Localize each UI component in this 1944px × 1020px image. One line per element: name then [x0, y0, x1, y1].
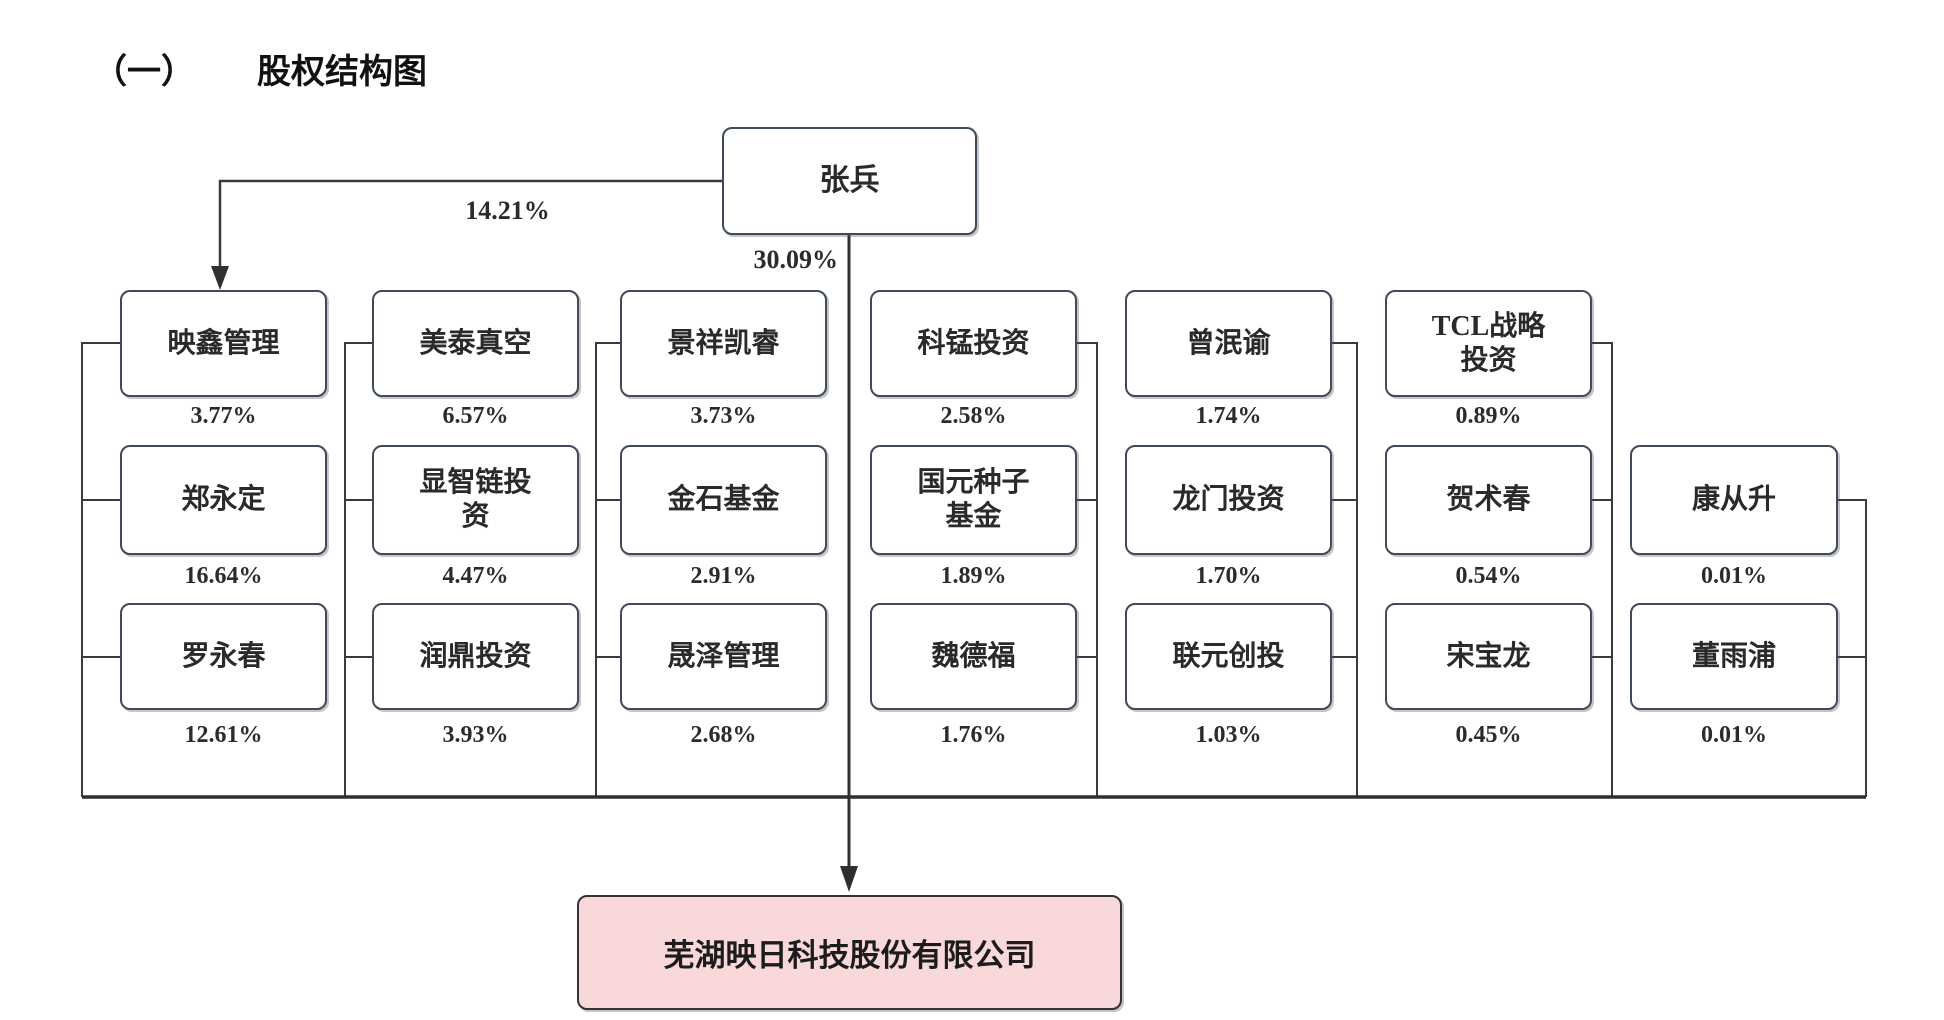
shareholder-box: 康从升 — [1630, 445, 1838, 555]
shareholder-box: 润鼎投资 — [372, 603, 579, 710]
pct-label: 0.01% — [1701, 563, 1767, 589]
shareholder-box: 美泰真空 — [372, 290, 579, 397]
pct-label: 6.57% — [442, 403, 509, 429]
shareholder-box: 科锰投资 — [870, 290, 1077, 397]
shareholder-box: 显智链投 资 — [372, 445, 579, 555]
shareholder-box: 晟泽管理 — [620, 603, 827, 710]
pct-label: 12.61% — [184, 722, 263, 748]
shareholder-box: 龙门投资 — [1125, 445, 1332, 555]
pct-label: 16.64% — [184, 563, 263, 589]
pct-label: 0.45% — [1455, 722, 1522, 748]
company-box: 芜湖映日科技股份有限公司 — [577, 895, 1122, 1010]
title-text: 股权结构图 — [257, 54, 427, 91]
pct-label: 0.01% — [1701, 722, 1767, 748]
pct-label: 1.74% — [1195, 403, 1262, 429]
root-shareholder-box: 张兵 — [722, 127, 977, 235]
edge-label-down-pct: 30.09% — [753, 245, 839, 274]
shareholder-box: 曾泯谕 — [1125, 290, 1332, 397]
pct-label: 3.93% — [442, 722, 509, 748]
shareholder-box: 贺术春 — [1385, 445, 1592, 555]
shareholder-box: 魏德福 — [870, 603, 1077, 710]
shareholder-box: 映鑫管理 — [120, 290, 327, 397]
shareholder-box: 联元创投 — [1125, 603, 1332, 710]
pct-label: 1.89% — [940, 563, 1007, 589]
pct-label: 1.70% — [1195, 563, 1262, 589]
page-title: （一） 股权结构图 — [93, 44, 427, 93]
shareholder-box: 宋宝龙 — [1385, 603, 1592, 710]
title-index: （一） — [93, 54, 195, 91]
pct-label: 0.89% — [1455, 403, 1522, 429]
edge-label-left-pct: 14.21% — [465, 196, 550, 225]
pct-label: 3.77% — [190, 403, 257, 429]
pct-label: 2.58% — [940, 403, 1007, 429]
shareholder-box: 景祥凯睿 — [620, 290, 827, 397]
shareholder-box: 国元种子 基金 — [870, 445, 1077, 555]
shareholder-box: 金石基金 — [620, 445, 827, 555]
pct-label: 3.73% — [690, 403, 757, 429]
pct-label: 0.54% — [1455, 563, 1522, 589]
shareholder-box: TCL战略 投资 — [1385, 290, 1592, 397]
shareholder-box: 董雨浦 — [1630, 603, 1838, 710]
pct-label: 4.47% — [442, 563, 509, 589]
pct-label: 1.76% — [940, 722, 1007, 748]
pct-label: 2.68% — [690, 722, 757, 748]
shareholder-box: 罗永春 — [120, 603, 327, 710]
pct-label: 1.03% — [1195, 722, 1262, 748]
shareholder-box: 郑永定 — [120, 445, 327, 555]
pct-label: 2.91% — [690, 563, 757, 589]
